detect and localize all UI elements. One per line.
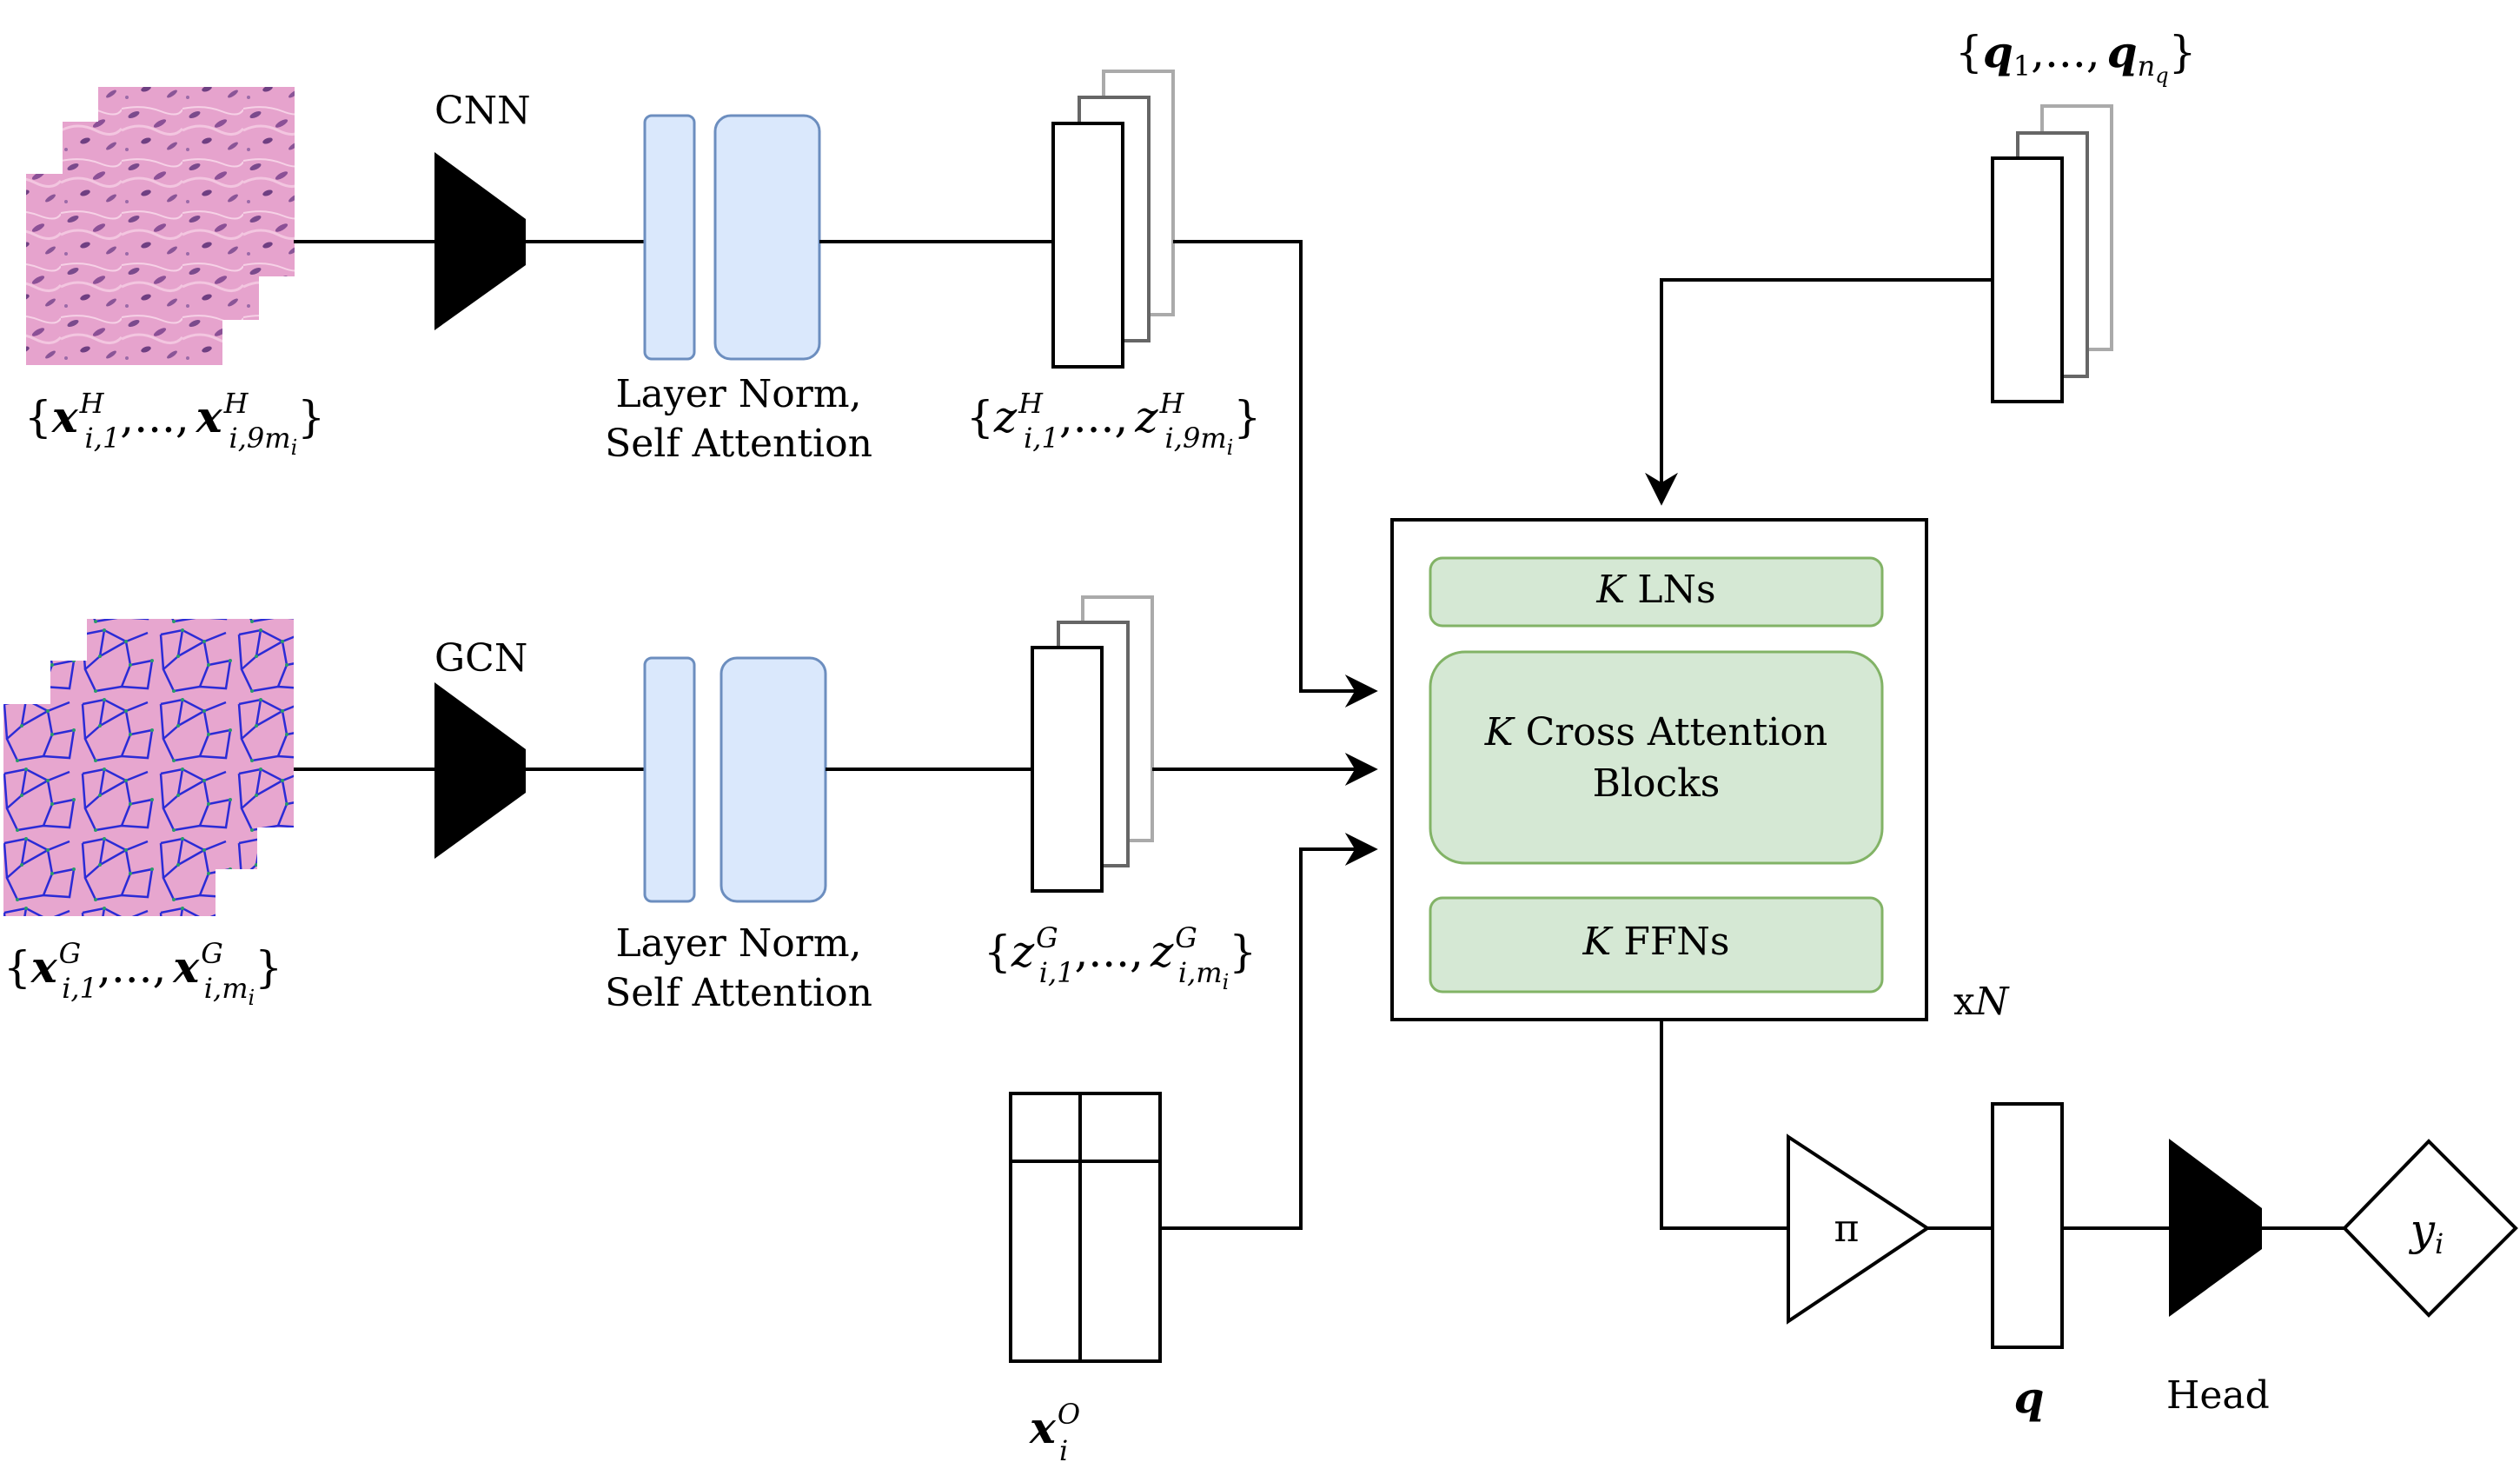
k-ffns-label: K FFNs xyxy=(1582,920,1730,964)
he-image-stack xyxy=(26,87,295,365)
wire-zh-to-cross xyxy=(1173,240,1378,708)
pi-pooling-triangle xyxy=(1787,1133,1931,1325)
y-label: yi xyxy=(2409,1205,2444,1260)
graph-image-front xyxy=(3,704,216,916)
y-output-diamond xyxy=(2342,1139,2518,1318)
cross-attention-block: K LNs K Cross Attention Blocks K FFNs xyxy=(1390,518,1928,1021)
zg-token-stack xyxy=(1031,595,1154,893)
zh-token-stack xyxy=(1051,70,1175,369)
layernorm-bar-bottom xyxy=(643,656,696,903)
layernorm-label-top-1: Layer Norm, xyxy=(615,372,861,416)
layernorm-bar-top xyxy=(643,114,696,361)
layernorm-label-bottom-2: Self Attention xyxy=(605,971,872,1015)
layernorm-label-bottom-1: Layer Norm, xyxy=(615,921,861,966)
q-token-front xyxy=(1991,156,2064,403)
xo-table-frame xyxy=(1009,1092,1162,1363)
k-lns-label: K LNs xyxy=(1595,568,1715,612)
k-ffns-box xyxy=(1429,896,1884,994)
head-trapezoid xyxy=(2169,1139,2262,1317)
head-label: Head xyxy=(2166,1373,2270,1418)
q-vector xyxy=(1991,1102,2064,1349)
self-attention-block-top xyxy=(713,114,821,361)
k-lns-box xyxy=(1429,556,1884,628)
wire-q-to-block xyxy=(1645,278,1993,506)
repeat-n-label: xN xyxy=(1953,980,2010,1024)
q-token-stack xyxy=(1991,104,2113,403)
pi-label: π xyxy=(1834,1206,1860,1251)
gcn-label: GCN xyxy=(434,636,527,681)
k-cross-attention-box xyxy=(1429,650,1884,865)
wire-block-to-pi xyxy=(1660,1020,1788,1230)
cnn-label: CNN xyxy=(434,89,531,133)
k-cross-attention-label-2: Blocks xyxy=(1593,761,1721,806)
self-attention-block-bottom xyxy=(720,656,827,903)
k-cross-attention-label-1: K Cross Attention xyxy=(1484,710,1828,754)
q-set-label: {q1,...,qnq} xyxy=(1955,26,2196,88)
wire-xo-to-cross xyxy=(1160,833,1378,1230)
layernorm-label-top-2: Self Attention xyxy=(605,422,872,466)
gcn-trapezoid xyxy=(434,682,526,859)
graph-image-stack xyxy=(3,619,294,916)
xo-table xyxy=(1009,1092,1162,1363)
he-image-front xyxy=(26,174,222,365)
zh-token-front xyxy=(1051,122,1124,369)
cnn-trapezoid xyxy=(434,152,526,330)
q-label: q xyxy=(2014,1372,2045,1423)
zg-token-front xyxy=(1031,646,1104,893)
